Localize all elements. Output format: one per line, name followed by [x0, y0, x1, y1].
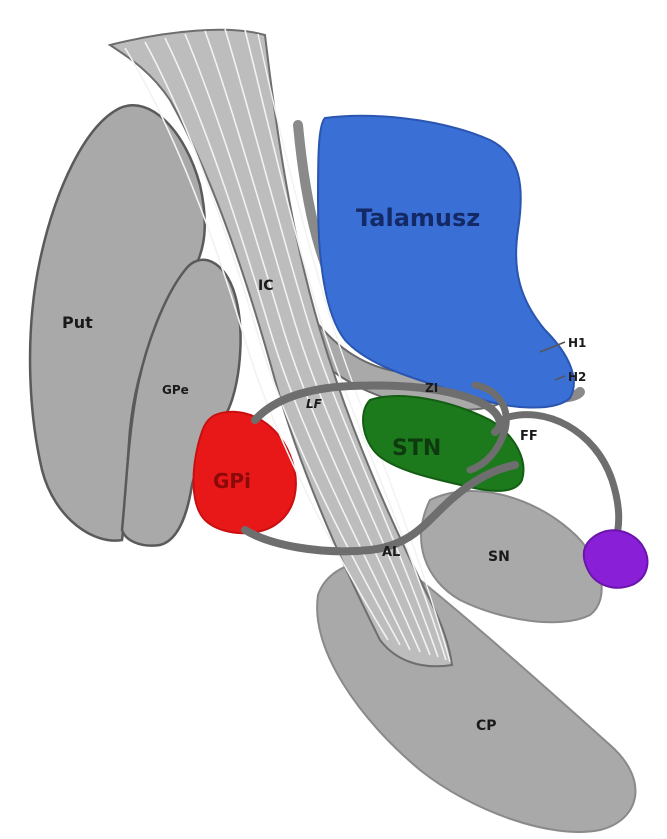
label-fields-of-forel: FF [520, 429, 538, 444]
label-zona-incerta: ZI [425, 381, 438, 395]
label-cerebral-peduncle: CP [476, 718, 497, 734]
label-h2: H2 [568, 370, 586, 384]
label-stn: STN [392, 436, 441, 461]
label-internal-capsule: IC [258, 278, 273, 294]
label-substantia-nigra: SN [488, 549, 510, 565]
label-gpe: GPe [162, 383, 189, 397]
label-lenticular-fasciculus: LF [306, 397, 323, 411]
label-h1: H1 [568, 336, 586, 350]
label-ansa-lenticularis: AL [382, 545, 400, 560]
ppn-shape [584, 530, 648, 587]
label-thalamus: Talamusz [356, 204, 480, 232]
label-gpi: GPi [213, 469, 251, 493]
label-putamen: Put [62, 313, 93, 332]
